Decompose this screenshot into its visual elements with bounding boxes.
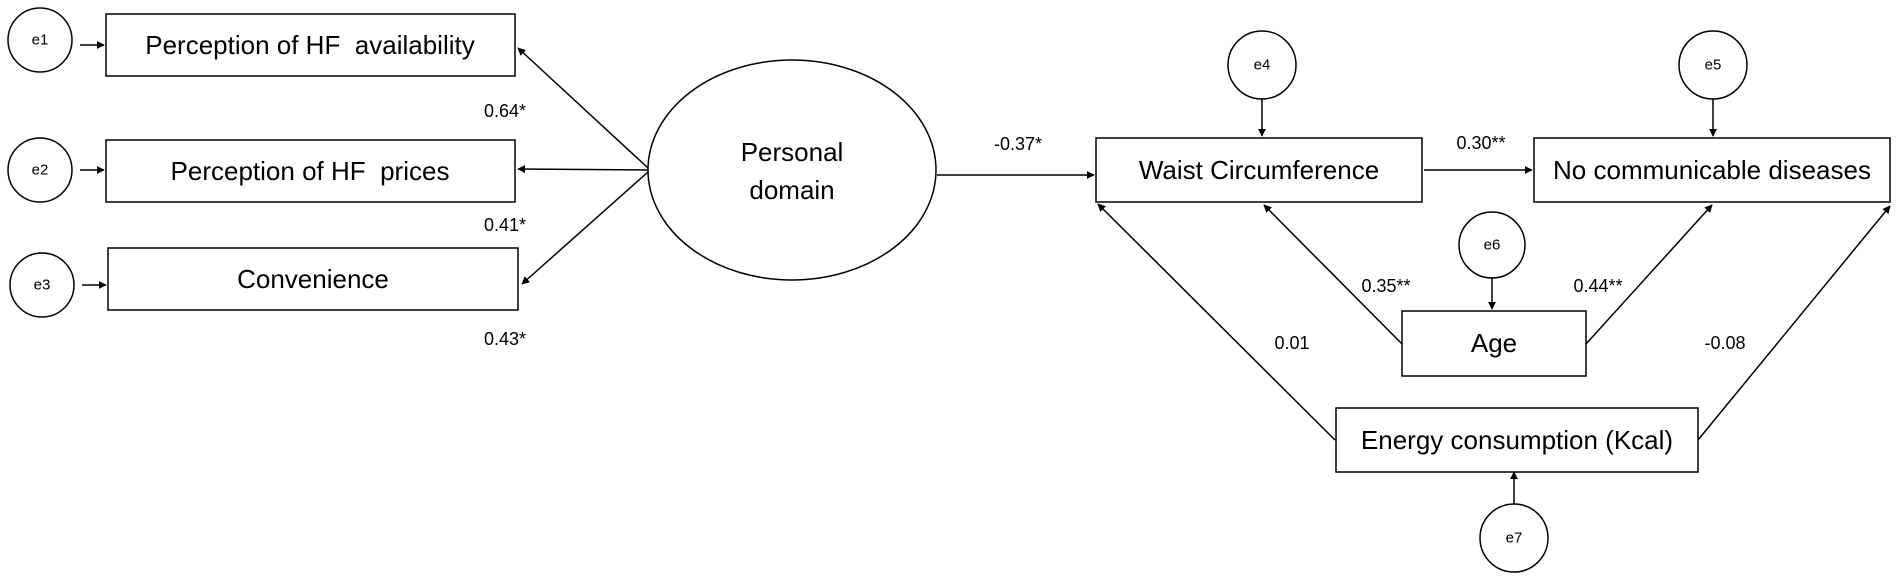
node-personal-domain-label-line2: domain bbox=[749, 175, 834, 205]
node-age-label: Age bbox=[1471, 328, 1517, 358]
edge-energy-waist bbox=[1097, 203, 1336, 441]
coef-age-ncd: 0.44** bbox=[1573, 276, 1622, 296]
edge-age-ncd bbox=[1585, 204, 1713, 345]
error-e7: e7 bbox=[1479, 503, 1549, 573]
edge-pd-hf-availability bbox=[517, 47, 649, 169]
error-e6-label: e6 bbox=[1484, 237, 1501, 254]
coef-energy-waist: 0.01 bbox=[1274, 333, 1309, 353]
coef-energy-ncd: -0.08 bbox=[1704, 333, 1745, 353]
edge-energy-ncd bbox=[1697, 205, 1891, 441]
error-e2-label: e2 bbox=[32, 162, 49, 179]
node-hf-prices: Perception of HF prices bbox=[105, 139, 516, 203]
node-convenience-label: Convenience bbox=[237, 264, 389, 294]
edge-pd-hf-prices bbox=[517, 165, 649, 174]
edges bbox=[80, 41, 1891, 505]
node-age: Age bbox=[1401, 310, 1587, 377]
node-hf-availability: Perception of HF availability bbox=[105, 13, 516, 77]
edge-age-waist bbox=[1263, 204, 1403, 345]
node-hf-prices-label: Perception of HF prices bbox=[171, 156, 450, 186]
node-waist: Waist Circumference bbox=[1095, 137, 1423, 203]
node-waist-label: Waist Circumference bbox=[1139, 155, 1379, 185]
error-e5-label: e5 bbox=[1705, 57, 1722, 74]
error-e2: e2 bbox=[7, 137, 73, 203]
error-e1-label: e1 bbox=[32, 32, 49, 49]
error-e6: e6 bbox=[1458, 211, 1526, 279]
node-energy: Energy consumption (Kcal) bbox=[1335, 407, 1699, 473]
node-ncd: No communicable diseases bbox=[1533, 137, 1891, 203]
error-e7-label: e7 bbox=[1506, 530, 1523, 547]
node-hf-availability-label: Perception of HF availability bbox=[145, 30, 474, 60]
coef-pd-convenience: 0.43* bbox=[484, 329, 526, 349]
coef-age-waist: 0.35** bbox=[1361, 276, 1410, 296]
node-personal-domain: Personal domain bbox=[647, 59, 937, 281]
node-ncd-label: No communicable diseases bbox=[1553, 155, 1871, 185]
error-e1: e1 bbox=[7, 7, 73, 73]
coef-waist-ncd: 0.30** bbox=[1456, 133, 1505, 153]
error-e4: e4 bbox=[1227, 30, 1297, 100]
coef-pd-hf-availability: 0.64* bbox=[484, 101, 526, 121]
coefficients: 0.64* 0.41* 0.43* -0.37* 0.30** 0.35** 0… bbox=[484, 101, 1746, 353]
node-energy-label: Energy consumption (Kcal) bbox=[1361, 425, 1673, 455]
error-e4-label: e4 bbox=[1254, 57, 1271, 74]
error-e3-label: e3 bbox=[34, 277, 51, 294]
node-convenience: Convenience bbox=[107, 247, 519, 311]
coef-pd-waist: -0.37* bbox=[994, 134, 1042, 154]
error-e5: e5 bbox=[1678, 30, 1748, 100]
error-e3: e3 bbox=[9, 252, 75, 318]
node-personal-domain-label-line1: Personal bbox=[741, 137, 844, 167]
edge-pd-convenience bbox=[521, 171, 649, 285]
coef-pd-hf-prices: 0.41* bbox=[484, 215, 526, 235]
